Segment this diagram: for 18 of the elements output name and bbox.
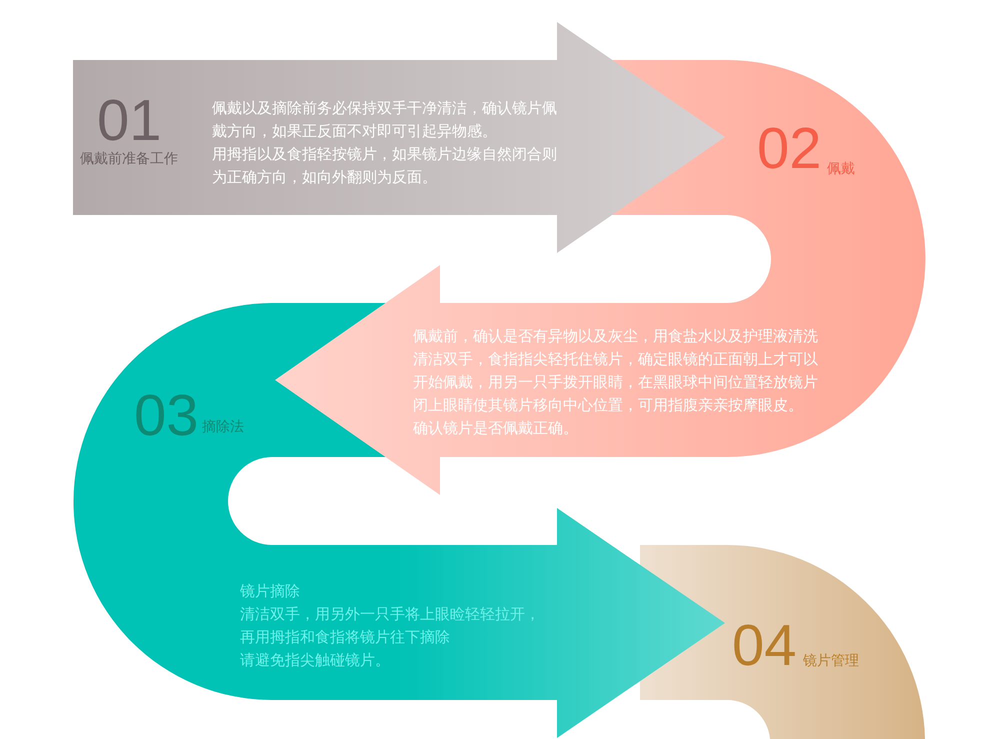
step-title: 佩戴前准备工作 xyxy=(80,150,178,168)
step-description: 请避免指尖触碰镜片。 xyxy=(240,650,390,671)
arrow-band xyxy=(73,22,725,253)
step-description: 镜片摘除 xyxy=(240,581,300,602)
step-number: 04 xyxy=(732,617,797,675)
step-number: 02 xyxy=(757,120,822,178)
step-title: 镜片管理 xyxy=(803,652,859,670)
curved-band xyxy=(640,545,926,739)
step-title: 佩戴 xyxy=(827,160,855,178)
step-description: 佩戴以及摘除前务必保持双手干净清洁，确认镜片佩戴方向，如果正反面不对即可引起异物感。 xyxy=(212,98,558,142)
step-number: 03 xyxy=(134,387,199,445)
step-description: 用拇指以及食指轻按镜片，如果镜片边缘自然闭合则为正确方向，如向外翻则为反面。 xyxy=(212,144,558,188)
step-description: 佩戴前，确认是否有异物以及灰尘，用食盐水以及护理液清洗清洁双手，食指指尖轻托住镜片，确定眼镜的正面朝上才可以开始佩戴，用另一只手拨开眼睛，在黑眼球中间位置轻放镜片闭上眼睛使其镜片移向中心位置，可用指腹亲亲按摩眼皮。 xyxy=(413,326,819,416)
step-description: 再用拇指和食指将镜片往下摘除 xyxy=(240,627,450,648)
step-title: 摘除法 xyxy=(202,418,244,436)
step-description: 确认镜片是否佩戴正确。 xyxy=(413,418,579,439)
step-number: 01 xyxy=(97,92,162,150)
step-description: 清洁双手，用另外一只手将上眼睑轻轻拉开， xyxy=(240,604,540,625)
